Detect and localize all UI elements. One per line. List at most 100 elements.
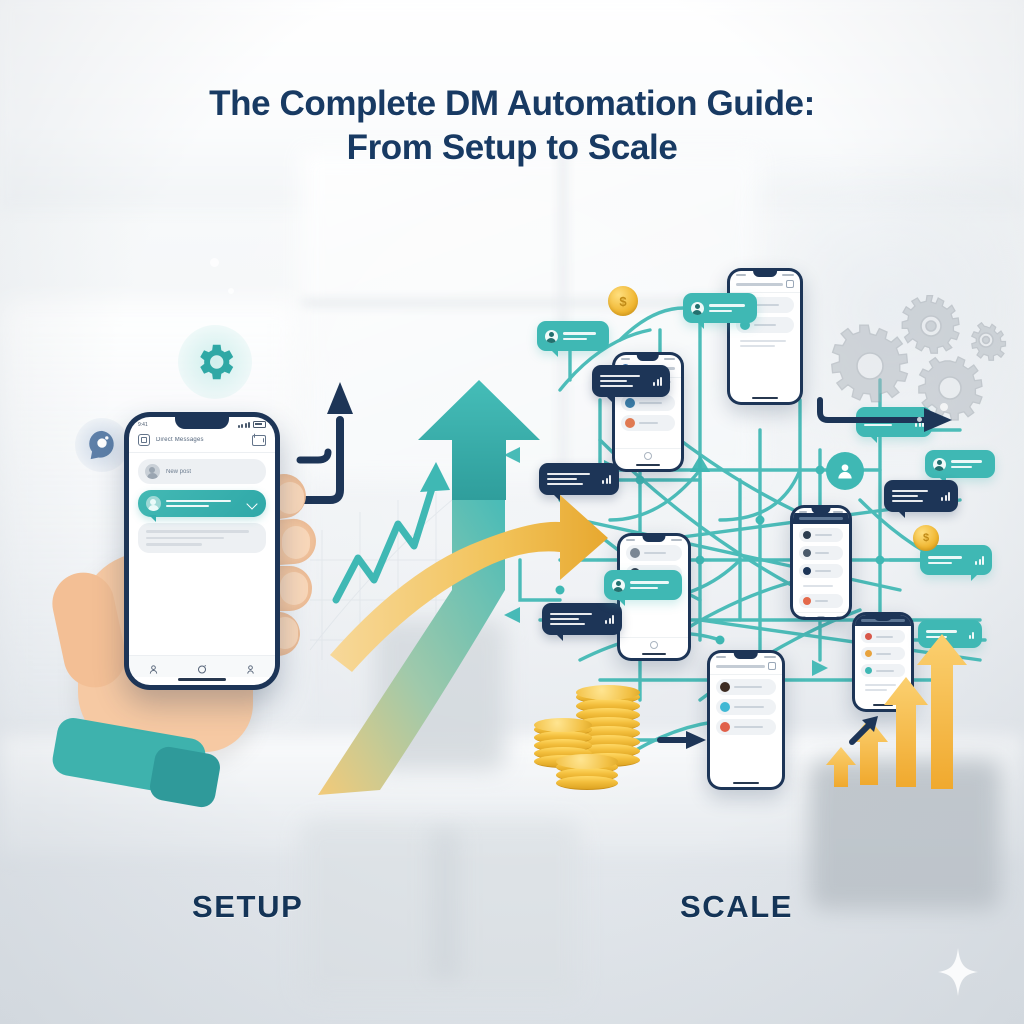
message-row-plain[interactable]: New post (138, 459, 266, 484)
compose-icon (768, 662, 776, 670)
chat-bubble-navy-1[interactable] (592, 365, 670, 403)
bubble-tail (552, 493, 560, 501)
sparkle-icon (938, 948, 978, 996)
list-item[interactable] (799, 594, 843, 609)
avatar (145, 464, 160, 479)
home-indicator (636, 464, 660, 466)
list-item[interactable] (626, 545, 682, 561)
mini-phone-mid-right[interactable] (790, 505, 852, 620)
gear-icon (200, 344, 234, 380)
tab-bar[interactable] (620, 637, 688, 651)
list-item[interactable] (799, 564, 843, 578)
avatar (545, 329, 558, 343)
list-item[interactable] (621, 414, 675, 431)
primary-phone[interactable]: 9:41 Direct Messages New post (124, 412, 280, 690)
message-skeleton (861, 681, 905, 694)
chevron-down-icon[interactable] (246, 497, 258, 510)
page-title-line-2: From Setup to Scale (346, 128, 678, 168)
coin-single-right: $ (913, 525, 939, 551)
avatar (803, 549, 811, 557)
avatar (625, 417, 635, 428)
bubble-text-lines (926, 630, 964, 638)
analytics-list (855, 626, 911, 702)
chat-bubble-navy-3[interactable] (542, 603, 622, 641)
bottom-tab-bar[interactable] (129, 655, 275, 678)
chat-bubble-icon-badge (75, 418, 129, 472)
chat-bubble-teal-7[interactable] (918, 620, 982, 648)
home-indicator (641, 653, 667, 655)
sleeve-cuff-shadow (147, 744, 223, 810)
avatar (803, 597, 811, 606)
status-bar (620, 536, 688, 541)
list-item[interactable] (621, 394, 675, 411)
bubble-tail (617, 598, 625, 606)
chat-bubble-navy-2[interactable] (539, 463, 619, 501)
camera-icon[interactable] (196, 662, 207, 674)
profile-icon[interactable] (148, 662, 159, 675)
chat-bubble-navy-4[interactable] (884, 480, 958, 518)
dm-header-title: Direct Messages (156, 437, 204, 443)
gear-icon-badge (178, 325, 252, 399)
dm-message-list: New post (129, 453, 275, 655)
status-bar (730, 271, 800, 276)
envelope-icon[interactable] (252, 434, 266, 446)
avatar (865, 633, 872, 640)
home-indicator (872, 704, 894, 706)
chat-bubble-teal-5[interactable] (920, 545, 992, 581)
avatar (740, 320, 750, 330)
bubble-tail (555, 633, 563, 641)
contact-icon[interactable] (245, 662, 256, 675)
list-item[interactable] (716, 699, 776, 715)
list-item[interactable] (799, 528, 843, 542)
avatar (720, 702, 730, 712)
avatar (691, 301, 704, 315)
message-text: New post (166, 468, 192, 475)
status-bar (710, 653, 782, 658)
notch (753, 271, 777, 277)
user-avatar-badge-icon (826, 452, 864, 490)
messages-square-icon[interactable] (138, 434, 150, 446)
bar-chart-icon (968, 630, 974, 639)
avatar (803, 531, 811, 539)
background-chair-pole (430, 830, 460, 980)
list-item[interactable] (716, 719, 776, 735)
message-list (793, 524, 849, 612)
bar-chart-icon (941, 491, 950, 501)
list-item[interactable] (861, 664, 905, 677)
status-time: 9:41 (138, 421, 148, 428)
list-item[interactable] (716, 679, 776, 695)
bokeh-dot (210, 258, 219, 267)
tab-bar[interactable] (615, 448, 681, 462)
bar-chart-icon (975, 555, 984, 565)
avatar (146, 496, 161, 511)
mini-phone-top-right[interactable] (727, 268, 803, 405)
chat-bubble-teal-2[interactable] (683, 293, 757, 329)
bubble-tail (550, 349, 558, 357)
background-window-frame-h (300, 300, 770, 306)
tab-bar[interactable] (793, 612, 849, 617)
notch (873, 615, 893, 621)
bar-chart-icon (653, 376, 662, 386)
chat-bubble-teal-3[interactable] (604, 570, 682, 606)
avatar (720, 722, 730, 732)
home-indicator (733, 782, 759, 784)
list-item[interactable] (861, 647, 905, 660)
page-title-line-1: The Complete DM Automation Guide: (209, 84, 815, 123)
mini-phone-bottom-right[interactable] (852, 612, 914, 712)
bokeh-dot (940, 403, 948, 411)
bubble-tail (696, 321, 704, 329)
chat-bubble-teal-4[interactable] (925, 450, 995, 484)
message-skeleton (799, 582, 843, 590)
chat-bubble-teal-6[interactable] (856, 407, 932, 443)
automated-reply-bubble[interactable] (138, 490, 266, 522)
bubble-text-lines (864, 418, 910, 426)
mini-phone-bottom-center[interactable] (707, 650, 785, 790)
dm-header: Direct Messages (129, 429, 275, 453)
chat-bubble-teal-1[interactable] (537, 321, 609, 357)
list-item[interactable] (861, 630, 905, 643)
bubble-text-lines (630, 581, 674, 589)
bokeh-dot (917, 417, 922, 422)
notch (175, 417, 229, 429)
list-item[interactable] (799, 546, 843, 560)
